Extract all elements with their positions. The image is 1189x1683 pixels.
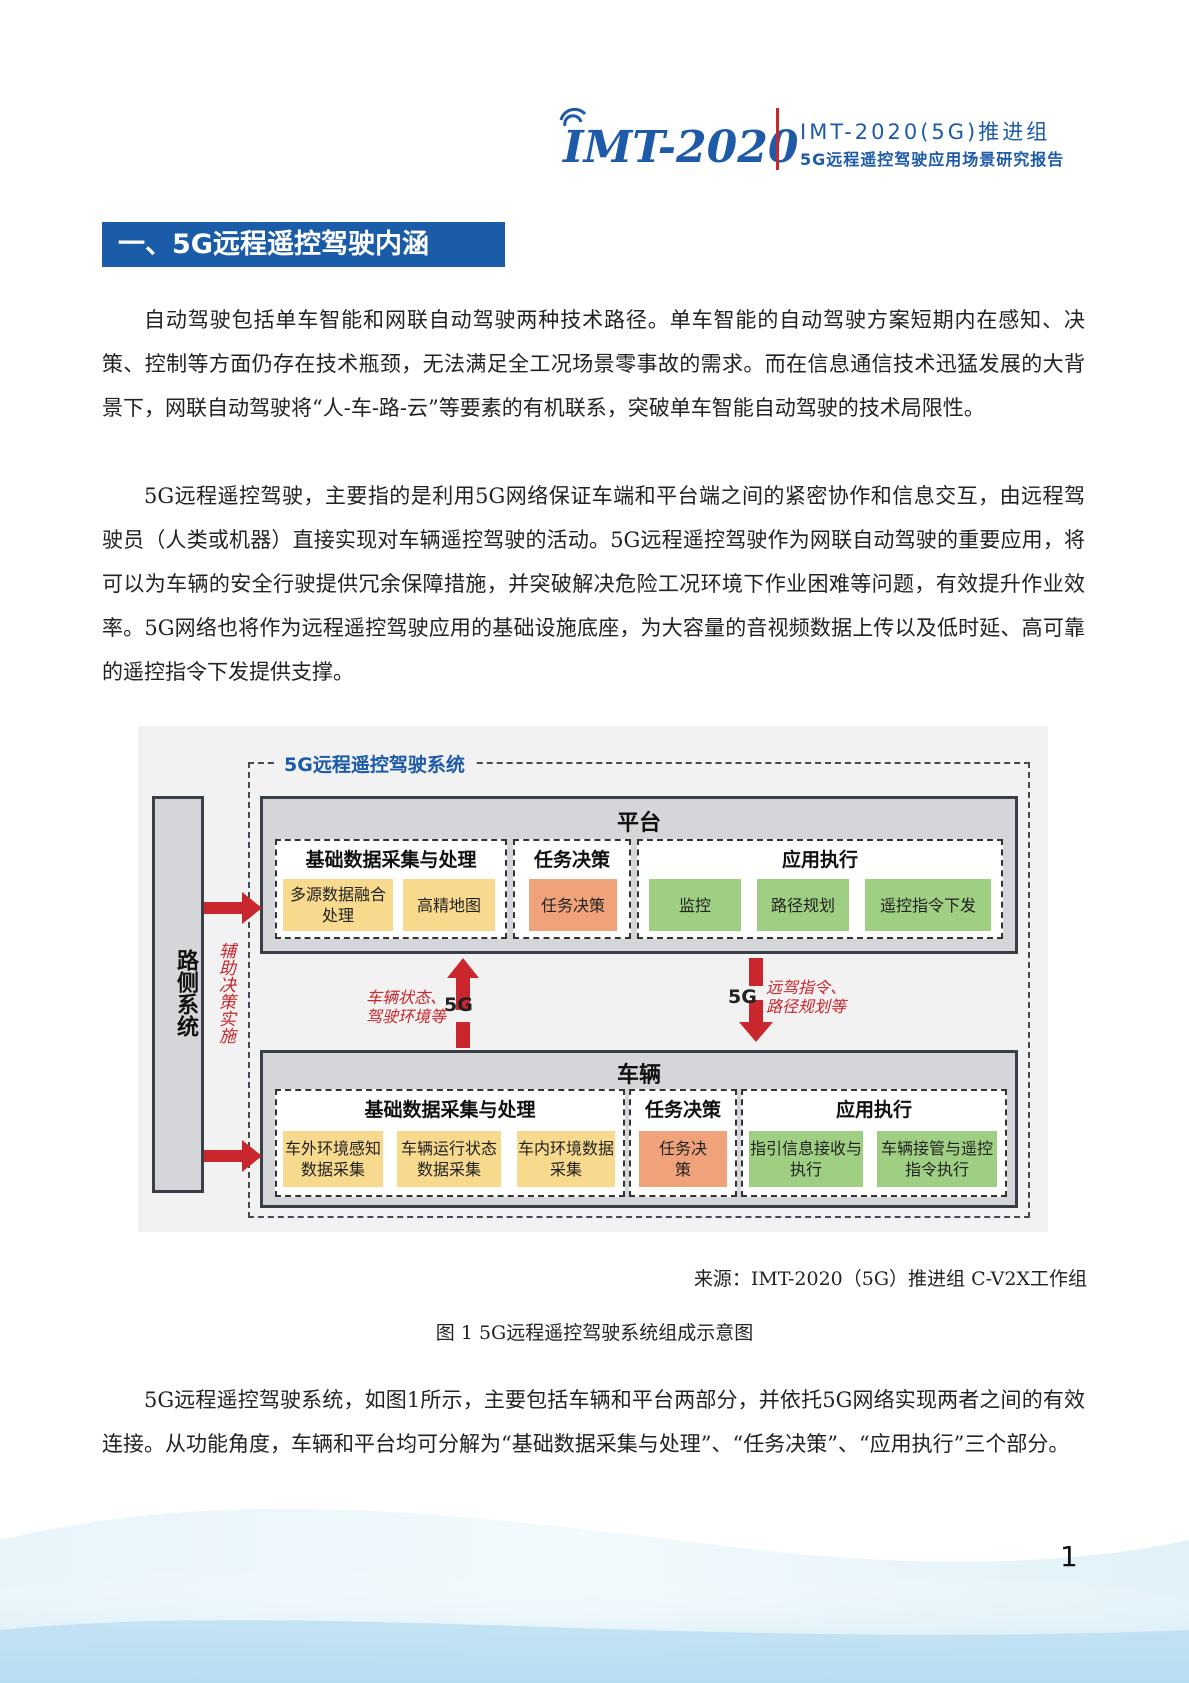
figure-source: 来源：IMT-2020（5G）推进组 C-V2X工作组 — [693, 1268, 1087, 1290]
paragraph-3: 5G远程遥控驾驶系统，如图1所示，主要包括车辆和平台两部分，并依托5G网络实现两… — [102, 1378, 1085, 1466]
group-title: 基础数据采集与处理 — [364, 1099, 536, 1121]
uplink-arrowhead — [447, 958, 479, 978]
paragraph-2: 5G远程遥控驾驶，主要指的是利用5G网络保证车端和平台端之间的紧密协作和信息交互… — [102, 474, 1085, 694]
downlink-label-line: 远驾指令、 — [766, 978, 847, 997]
vehicle-data-item: 车外环境感知数据采集 — [283, 1131, 383, 1187]
vehicle-exec-item: 指引信息接收与执行 — [749, 1131, 863, 1187]
roadside-to-platform-arrow — [204, 902, 242, 914]
platform-decision-group: 任务决策 任务决策 — [513, 839, 631, 939]
platform-exec-group: 应用执行 监控 路径规划 遥控指令下发 — [637, 839, 1003, 939]
downlink-label-line: 路径规划等 — [766, 997, 847, 1016]
assist-label: 辅助决策实施 — [215, 942, 235, 1044]
platform-data-group: 基础数据采集与处理 多源数据融合处理 高精地图 — [275, 839, 507, 939]
platform-data-item: 高精地图 — [403, 879, 495, 931]
paragraph-text: 自动驾驶包括单车智能和网联自动驾驶两种技术路径。单车智能的自动驾驶方案短期内在感… — [102, 308, 1085, 420]
group-title: 任务决策 — [533, 849, 610, 871]
roadside-system: 路侧系统 — [152, 796, 204, 1193]
platform-exec-item: 监控 — [649, 879, 741, 931]
page-number: 1 — [1060, 1540, 1078, 1573]
group-title: 应用执行 — [835, 1099, 912, 1121]
uplink-5g-label: 5G — [444, 994, 473, 1016]
downlink-label: 远驾指令、 路径规划等 — [766, 978, 886, 1016]
figure-caption: 图 1 5G远程遥控驾驶系统组成示意图 — [435, 1322, 754, 1344]
platform-exec-item: 遥控指令下发 — [865, 879, 991, 931]
platform-exec-item: 路径规划 — [757, 879, 849, 931]
vehicle-decision-group: 任务决策 任务决策 — [629, 1089, 737, 1197]
vehicle-data-item: 车辆运行状态数据采集 — [397, 1131, 501, 1187]
uplink-arrow-bottom — [456, 1022, 470, 1048]
group-title: 任务决策 — [644, 1099, 721, 1121]
header-divider — [776, 108, 779, 170]
system-diagram: 5G远程遥控驾驶系统 路侧系统 辅助决策实施 平台 基础数据采集与处理 多源数据… — [138, 726, 1048, 1232]
uplink-label-line: 车辆状态、 — [365, 988, 446, 1007]
system-label: 5G远程遥控驾驶系统 — [276, 750, 473, 777]
section-title: 一、5G远程遥控驾驶内涵 — [102, 222, 505, 267]
diagram-arrows — [204, 892, 773, 1172]
uplink-arrow-top — [456, 978, 470, 1010]
paragraph-text: 5G远程遥控驾驶，主要指的是利用5G网络保证车端和平台端之间的紧密协作和信息交互… — [102, 484, 1085, 684]
footer-wave — [0, 1508, 1189, 1683]
header-org: IMT-2020(5G)推进组 — [800, 120, 1051, 144]
downlink-arrowhead — [739, 1022, 773, 1042]
group-title: 基础数据采集与处理 — [305, 849, 477, 871]
paragraph-text: 5G远程遥控驾驶系统，如图1所示，主要包括车辆和平台两部分，并依托5G网络实现两… — [102, 1388, 1085, 1456]
vehicle-exec-item: 车辆接管与遥控指令执行 — [877, 1131, 997, 1187]
vehicle-data-group: 基础数据采集与处理 车外环境感知数据采集 车辆运行状态数据采集 车内环境数据采集 — [275, 1089, 625, 1197]
platform-data-item: 多源数据融合处理 — [283, 879, 393, 931]
platform-title: 平台 — [616, 811, 661, 836]
roadside-to-platform-arrowhead — [242, 892, 262, 924]
downlink-5g-label: 5G — [728, 986, 757, 1008]
group-title: 应用执行 — [781, 849, 858, 871]
platform-decision-item: 任务决策 — [529, 879, 617, 931]
paragraph-1: 自动驾驶包括单车智能和网联自动驾驶两种技术路径。单车智能的自动驾驶方案短期内在感… — [102, 298, 1085, 430]
platform-box: 平台 基础数据采集与处理 多源数据融合处理 高精地图 任务决策 任务决策 应用执… — [260, 796, 1018, 954]
uplink-label: 车辆状态、 驾驶环境等 — [352, 988, 446, 1026]
roadside-to-vehicle-arrow — [204, 1150, 242, 1162]
vehicle-data-item: 车内环境数据采集 — [517, 1131, 615, 1187]
roadside-to-vehicle-arrowhead — [242, 1140, 262, 1172]
vehicle-decision-item: 任务决策 — [639, 1131, 727, 1187]
vehicle-exec-group: 应用执行 指引信息接收与执行 车辆接管与遥控指令执行 — [741, 1089, 1007, 1197]
header-report-title: 5G远程遥控驾驶应用场景研究报告 — [800, 150, 1065, 169]
downlink-arrow-top — [749, 958, 763, 986]
vehicle-box: 车辆 基础数据采集与处理 车外环境感知数据采集 车辆运行状态数据采集 车内环境数… — [260, 1050, 1018, 1208]
roadside-label: 路侧系统 — [173, 949, 198, 1037]
system-boundary — [248, 762, 1030, 1218]
signal-icon — [559, 107, 587, 127]
uplink-label-line: 驾驶环境等 — [365, 1007, 446, 1026]
downlink-arrow-bottom — [749, 1000, 763, 1022]
logo-text: IMT-2020 — [561, 122, 799, 173]
imt2020-logo: IMT-2020 — [559, 107, 799, 173]
vehicle-title: 车辆 — [616, 1063, 661, 1088]
